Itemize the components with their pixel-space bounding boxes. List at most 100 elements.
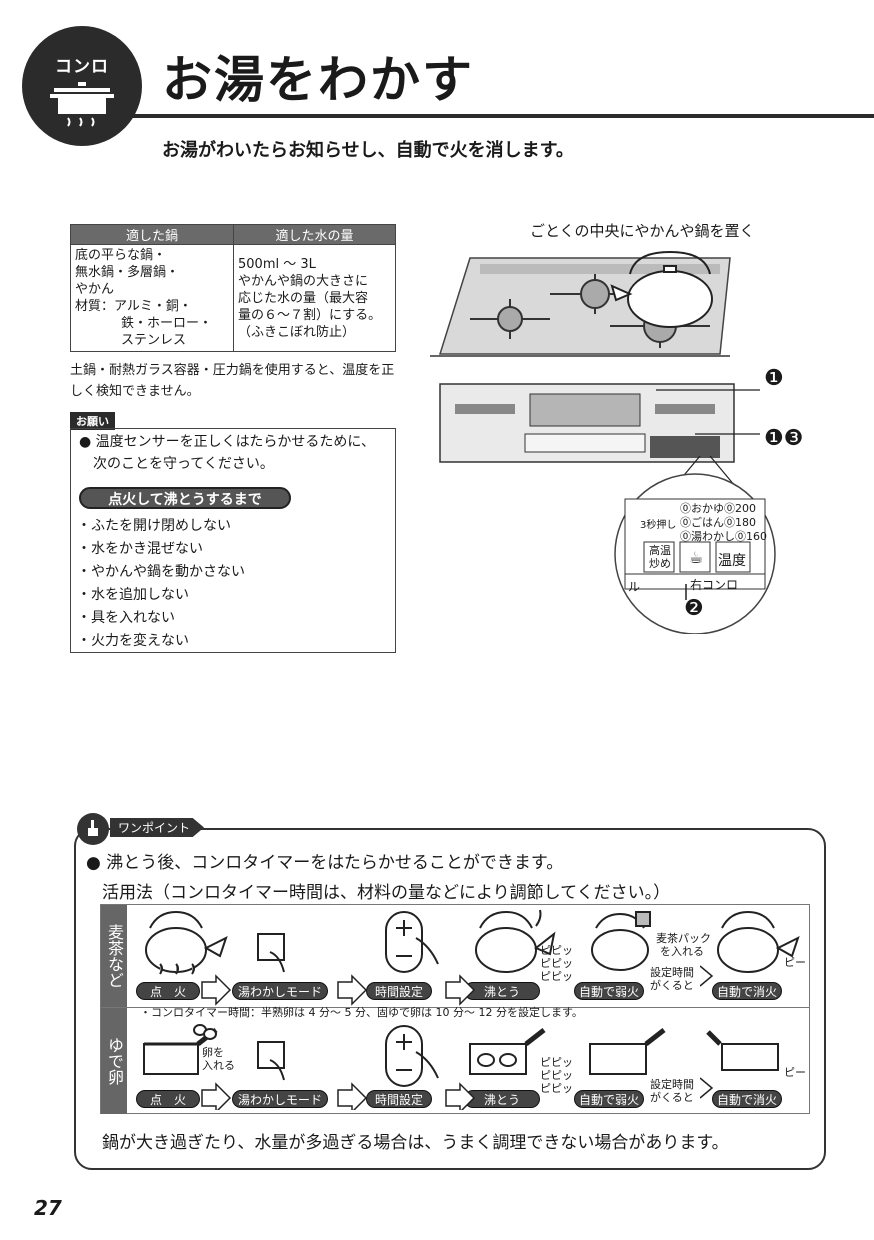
row-label-boiled-egg: ゆで卵	[101, 1008, 127, 1114]
list-item: ・水をかき混ぜない	[77, 541, 203, 557]
kettle-icon	[610, 250, 713, 328]
callout-1-3: ❶❸	[764, 426, 804, 451]
material-line: 材質：アルミ・銅・	[75, 299, 192, 314]
timer-arrows	[700, 965, 714, 1099]
request-intro-line: 次のことを守ってください。	[93, 456, 274, 472]
step-kettle-mode: 湯わかしモード	[232, 982, 328, 1000]
pan-table: 適した鍋 適した水の量 底の平らな鍋・ 無水鍋・多層鍋・ やかん 材質：アルミ・…	[70, 224, 396, 352]
tea-pack-note: 麦茶パック を入れる	[656, 932, 711, 958]
request-list: ・ふたを開け閉めしない ・水をかき混ぜない ・やかんや鍋を動かさない ・水を追加…	[77, 515, 245, 653]
category-badge: コンロ	[22, 26, 142, 146]
callout-1: ❶	[764, 366, 784, 391]
pan-table-header-water: 適した水の量	[233, 224, 396, 245]
one-point-line-2: 活用法（コンロタイマー時間は、材料の量などにより調節してください。）	[102, 883, 671, 903]
left-edge-label: ル	[628, 580, 641, 594]
bubble-line: ピピッ	[540, 1082, 573, 1095]
step-ignite: 点 火	[136, 982, 200, 1000]
pan-line: やかん	[75, 282, 115, 297]
step-ignite: 点 火	[136, 1090, 200, 1108]
water-line: 応じた水の量（最大容	[238, 290, 369, 306]
step-time-set: 時間設定	[366, 1090, 432, 1108]
timer-line: 設定時間	[650, 966, 694, 979]
high-temp-label-1: 高温	[649, 544, 671, 557]
bubble-line: ピピッ	[540, 1069, 573, 1082]
one-point-tag: ワンポイント	[110, 818, 205, 837]
step-auto-low: 自動で弱火	[574, 982, 644, 1000]
water-line: （ふきこぼれ防止）	[238, 324, 356, 340]
water-line: 量の６～７割）にする。	[238, 307, 382, 323]
request-box: ● 温度センサーを正しくはたらかせるために、 次のことを守ってください。 点火し…	[70, 428, 396, 653]
page-number: 27	[34, 1196, 62, 1220]
bubble-beep: ピピッ ピピッ ピピッ	[540, 1056, 573, 1095]
bubble-line: ピピッ	[540, 970, 573, 983]
one-point-box	[74, 828, 826, 1170]
request-condition-pill: 点火して沸とうするまで	[79, 487, 291, 509]
title-rule	[120, 114, 874, 118]
one-point-line-1: ● 沸とう後、コンロタイマーをはたらかせることができます。	[86, 853, 564, 873]
zoom-opt-2: ⓪ごはん⓪180	[680, 516, 756, 529]
step-auto-off: 自動で消火	[712, 982, 782, 1000]
timer-line: がくると	[650, 979, 694, 992]
zoom-opt-3: ⓪湯わかし⓪160	[680, 530, 767, 543]
material-line: 鉄・ホーロー・	[121, 316, 213, 331]
step-time-set: 時間設定	[366, 982, 432, 1000]
bubble-line: ピピッ	[540, 944, 573, 957]
pot-icon	[50, 82, 114, 127]
pan-cell: 底の平らな鍋・ 無水鍋・多層鍋・ やかん 材質：アルミ・銅・ 鉄・ホーロー・ ス…	[70, 244, 234, 352]
water-line: やかんや鍋の大きさに	[238, 273, 369, 289]
stove-caption: ごとくの中央にやかんや鍋を置く	[530, 222, 755, 240]
bubble-line: ピピッ	[540, 1056, 573, 1069]
egg-timer-note: ・コンロタイマー時間：半熟卵は 4 分～ 5 分、固ゆで卵は 10 分～ 12 …	[140, 1006, 583, 1019]
list-item: ・火力を変えない	[77, 633, 189, 649]
tea-pack-line: 麦茶パック	[656, 932, 711, 945]
step-auto-low: 自動で弱火	[574, 1090, 644, 1108]
row2-illustrations	[143, 1024, 779, 1087]
request-intro: ● 温度センサーを正しくはたらかせるために、 次のことを守ってください。	[79, 431, 375, 475]
right-burner-label: 右コンロ	[690, 578, 739, 592]
list-item: ・やかんや鍋を動かさない	[77, 564, 245, 580]
request-tag: お願い	[70, 412, 115, 430]
timer-reached-note: 設定時間 がくると	[650, 966, 694, 992]
bubble-line: ピピッ	[540, 957, 573, 970]
timer-reached-note: 設定時間 がくると	[650, 1078, 694, 1104]
add-egg-note: 卵を 入れる	[202, 1046, 235, 1072]
pan-line: 無水鍋・多層鍋・	[75, 265, 180, 280]
pan-table-header-pan: 適した鍋	[70, 224, 234, 245]
one-point-footer: 鍋が大き過ぎたり、水量が多過ぎる場合は、うまく調理できない場合があります。	[102, 1133, 729, 1153]
bubble-beep: ピピッ ピピッ ピピッ	[540, 944, 573, 983]
badge-label: コンロ	[55, 57, 109, 77]
material-line: ステンレス	[121, 333, 187, 348]
page-title: お湯をわかす	[162, 51, 474, 109]
list-item: ・ふたを開け閉めしない	[77, 518, 231, 534]
water-cell: 500ml ～ 3L やかんや鍋の大きさに 応じた水の量（最大容 量の６～７割）…	[233, 244, 396, 352]
add-egg-line: 卵を	[202, 1046, 224, 1059]
high-temp-label-2: 炒め	[649, 557, 671, 570]
step-kettle-mode: 湯わかしモード	[232, 1090, 328, 1108]
water-line: 500ml ～ 3L	[238, 256, 316, 272]
list-item: ・具を入れない	[77, 610, 175, 626]
beep-sound: ピー	[784, 956, 806, 969]
pan-note: 土鍋・耐熱ガラス容器・圧力鍋を使用すると、温度を正しく検知できません。	[70, 363, 395, 399]
zoom-hold-label: 3秒押し	[640, 520, 677, 531]
tea-pack-line: を入れる	[660, 945, 704, 958]
kettle-icon: ☕	[688, 548, 704, 567]
timer-line: がくると	[650, 1091, 694, 1104]
list-item: ・水を追加しない	[77, 587, 189, 603]
stove-illustration	[430, 250, 776, 634]
zoom-opt-1: ⓪おかゆ⓪200	[680, 502, 756, 515]
callout-2: ❷	[684, 596, 704, 621]
temp-button[interactable]: 温度	[718, 553, 746, 569]
request-intro-line: ● 温度センサーを正しくはたらかせるために、	[79, 434, 375, 450]
add-egg-line: 入れる	[202, 1059, 235, 1072]
row-label-barley-tea: 麦茶など	[101, 905, 127, 1007]
beep-sound: ピー	[784, 1066, 806, 1079]
step-auto-off: 自動で消火	[712, 1090, 782, 1108]
high-temp-button[interactable]: 高温 炒め	[645, 544, 675, 570]
page-subtitle: お湯がわいたらお知らせし、自動で火を消します。	[162, 140, 574, 161]
kettle-mode-button[interactable]: ☕	[682, 544, 710, 572]
recipe-grid: 麦茶など ゆで卵	[100, 904, 810, 1114]
step-arrows	[201, 974, 476, 1110]
recipe-divider	[101, 1007, 809, 1008]
hand-point-icon	[77, 813, 109, 845]
timer-line: 設定時間	[650, 1078, 694, 1091]
